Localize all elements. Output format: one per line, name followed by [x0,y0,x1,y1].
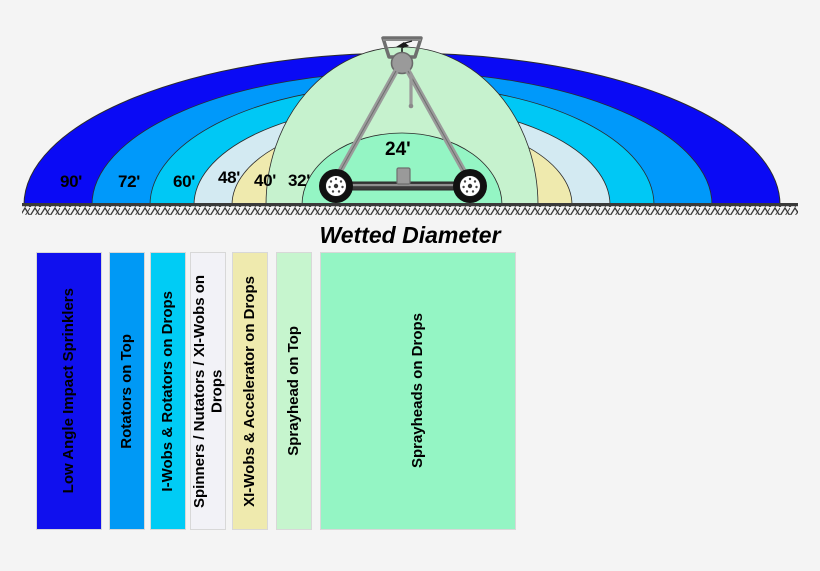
arc-distance-label-72: 72' [118,172,141,191]
legend-item-label: Spinners / Nutators / XI-Wobs on Drops [190,274,225,508]
pivot-wheel-right [453,169,487,203]
pivot-gearbox [396,167,411,185]
legend-item-label: Sprayheads on Drops [409,313,427,469]
legend-item-spinners-nutators-xiwobs-on-drops[interactable]: Spinners / Nutators / XI-Wobs on Drops [190,252,226,530]
legend-item-label: Rotators on Top [118,333,136,449]
arc-distance-label-48: 48' [218,168,241,187]
pivot-leg-left-edge [333,70,397,183]
arc-distance-label-32: 32' [288,171,311,190]
arc-distance-label-60: 60' [173,172,196,191]
legend-item-low-angle-impact-sprinklers[interactable]: Low Angle Impact Sprinklers [36,252,102,530]
legend-item-sprayheads-on-drops[interactable]: Sprayheads on Drops [320,252,516,530]
pivot-tower [319,36,487,203]
pivot-hub [390,51,414,75]
legend-item-iwobs-rotators-on-drops[interactable]: I-Wobs & Rotators on Drops [150,252,186,530]
pivot-wheel-left [319,169,353,203]
sprinkler-package-legend: Low Angle Impact Sprinklers Rotators on … [0,252,820,534]
arc-distance-label-90: 90' [60,172,83,191]
legend-item-xiwobs-accelerator-on-drops[interactable]: XI-Wobs & Accelerator on Drops [232,252,268,530]
span-distance-label-24: 24' [385,139,411,160]
pivot-axle-beam-highlight [336,184,470,187]
legend-item-sprayhead-on-top[interactable]: Sprayhead on Top [276,252,312,530]
legend-item-label: XI-Wobs & Accelerator on Drops [241,275,259,507]
wetted-diameter-arcs [22,36,798,215]
pivot-top-frame [381,36,423,59]
arc-distance-label-40: 40' [254,171,277,190]
legend-item-label: I-Wobs & Rotators on Drops [159,290,177,492]
pivot-drop-nozzle [408,103,414,109]
pivot-leg-right-edge [407,70,471,183]
legend-item-label: Low Angle Impact Sprinklers [60,288,78,494]
ground-line [22,203,798,215]
legend-item-rotators-on-top[interactable]: Rotators on Top [109,252,145,530]
center-pivot-wetted-diameter-diagram: 90' 72' 60' 48' 40' 32' 24' [0,0,820,215]
page-title: Wetted Diameter [319,222,501,248]
legend-item-label: Sprayhead on Top [285,326,303,456]
